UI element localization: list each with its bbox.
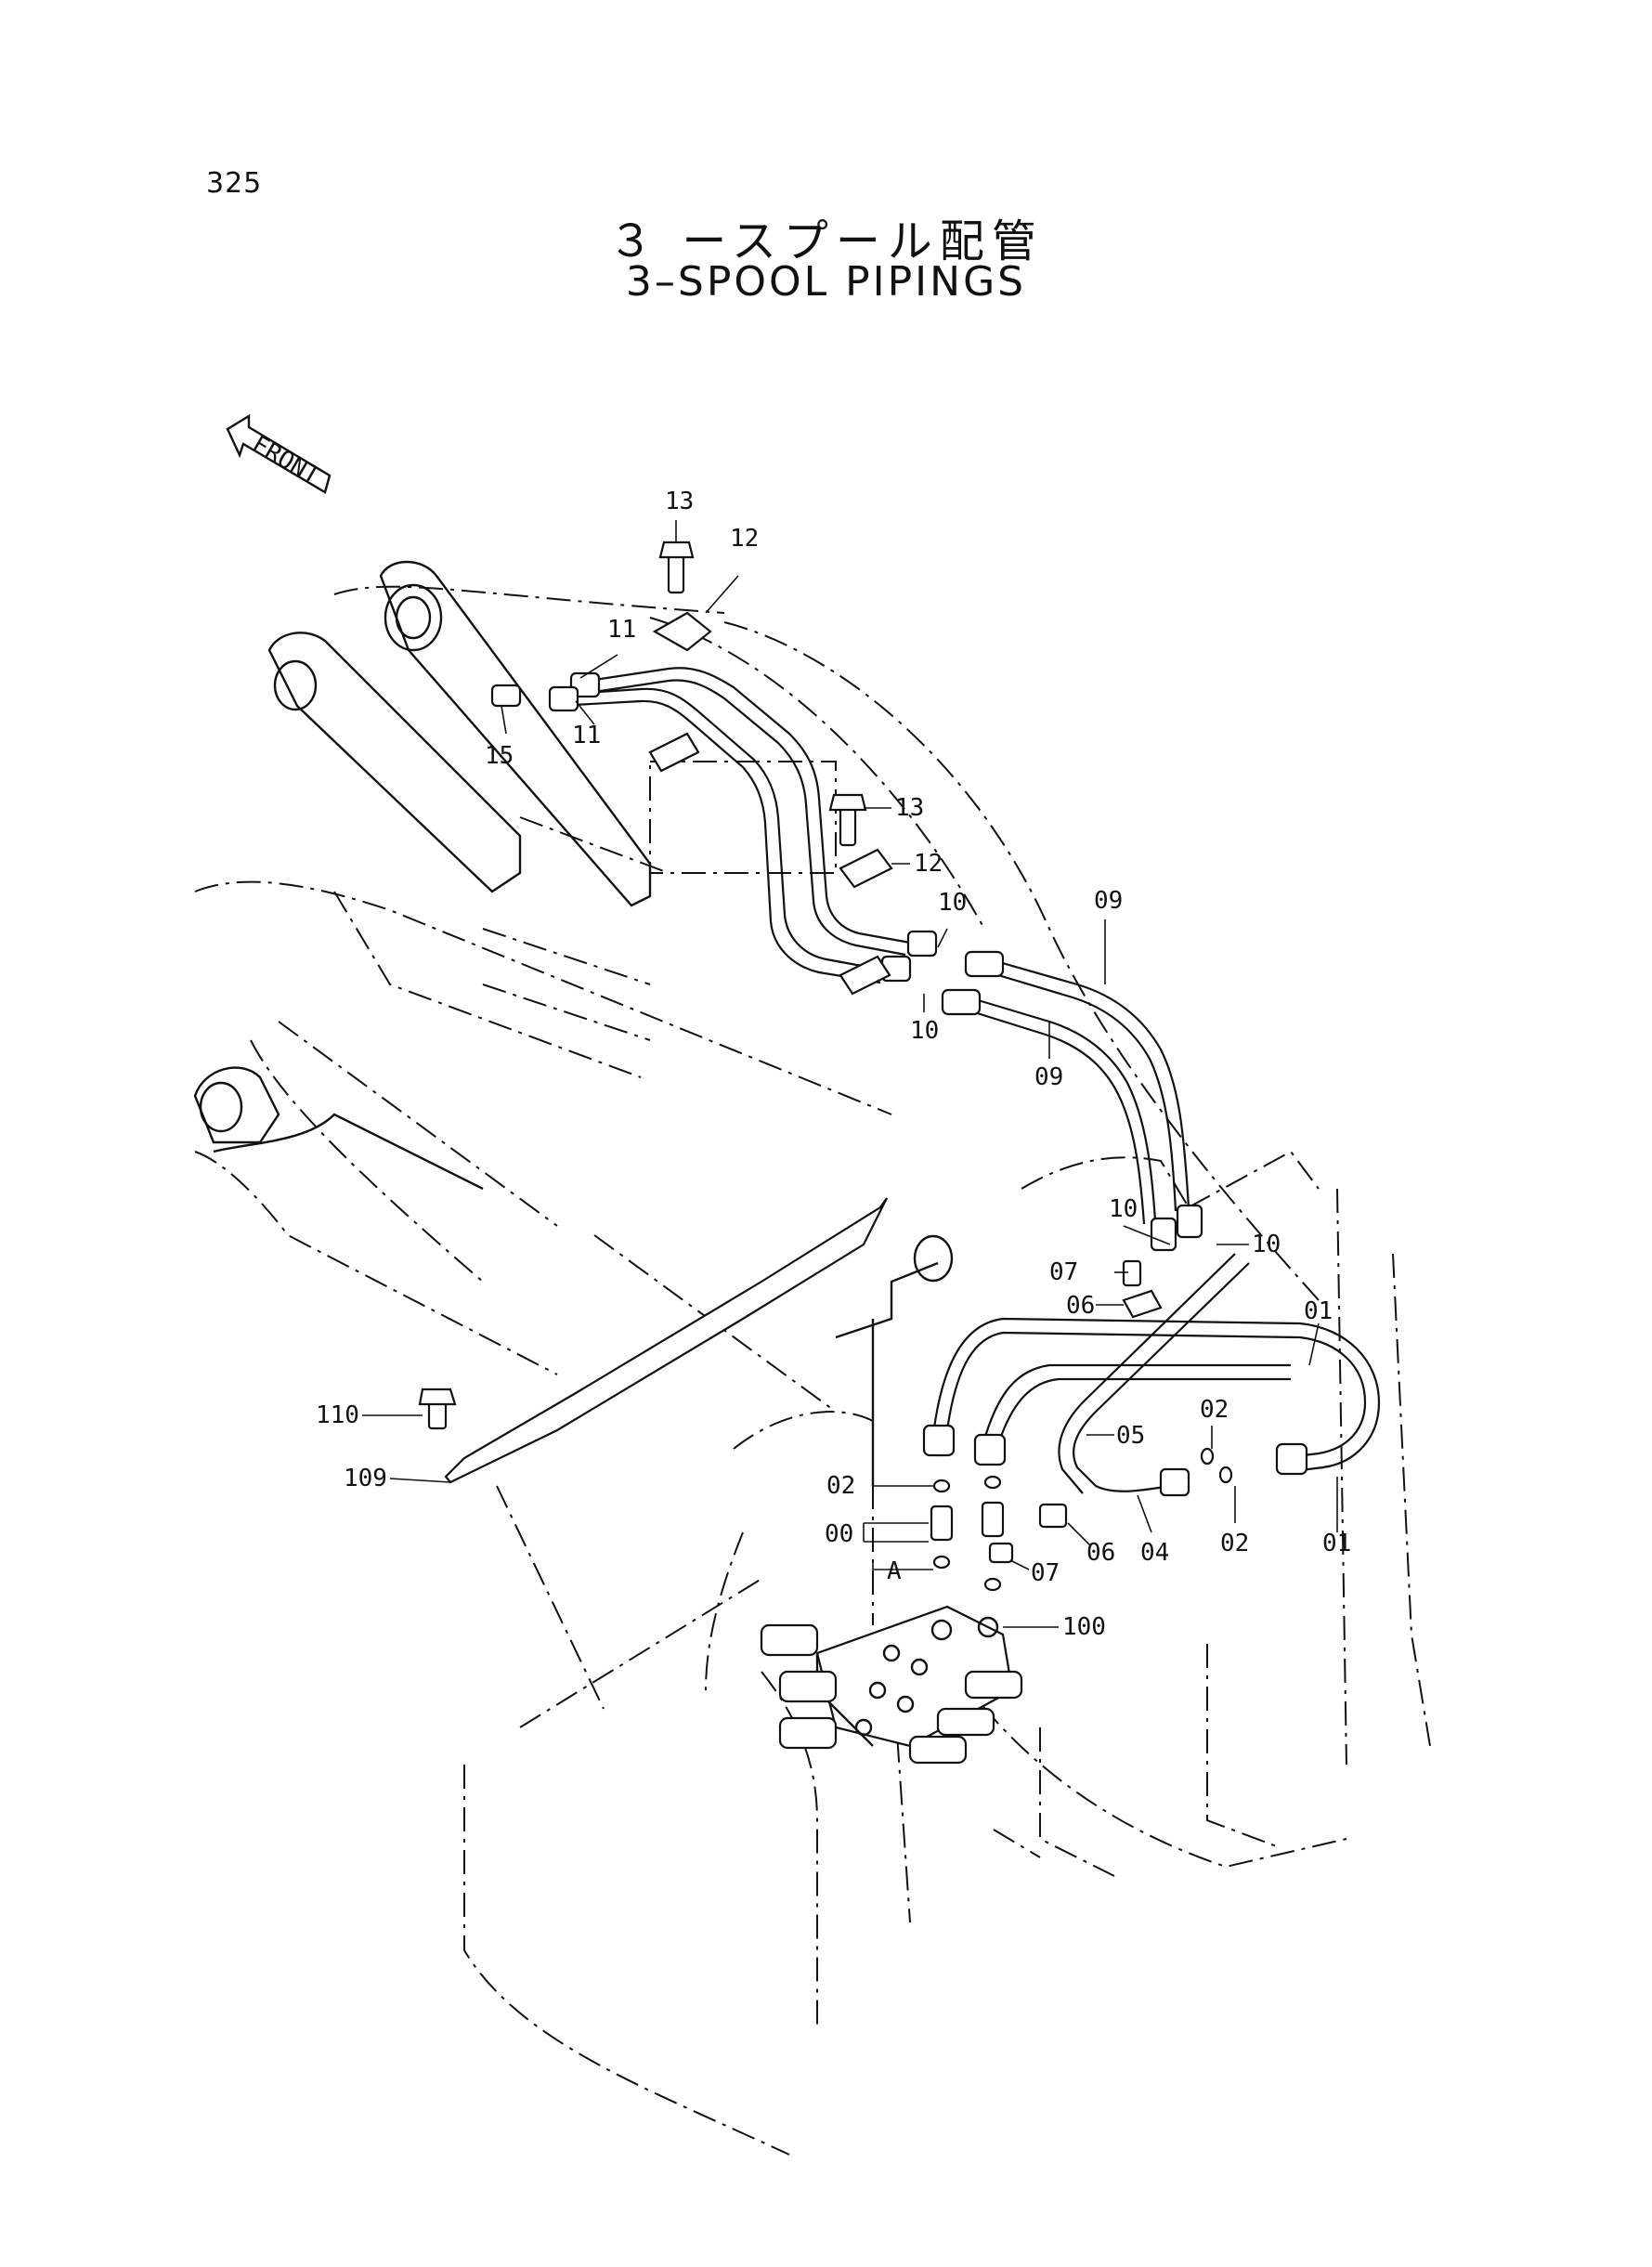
callout-15: 15 — [485, 742, 514, 770]
front-arrow: FRONT — [226, 413, 332, 494]
pipe-09-assembly — [941, 950, 1203, 1252]
callout-02: 02 — [1220, 1530, 1249, 1557]
callout-02: 02 — [826, 1472, 855, 1500]
callout-labels: 13 12 11 11 15 13 12 10 10 09 09 10 10 0… — [316, 488, 1351, 1641]
title-japanese: ３ ースプール配管 — [608, 215, 1044, 267]
callout-11: 11 — [607, 616, 636, 644]
callout-10: 10 — [1109, 1195, 1138, 1223]
callout-10: 10 — [1252, 1231, 1281, 1258]
callout-a: A — [887, 1557, 902, 1585]
callout-13: 13 — [665, 488, 694, 515]
front-arrow-label: FRONT — [247, 430, 324, 490]
callout-04: 04 — [1140, 1539, 1169, 1567]
callout-01: 01 — [1304, 1297, 1333, 1325]
leader-lines — [362, 520, 1338, 1628]
callout-06: 06 — [1086, 1539, 1115, 1567]
callout-12: 12 — [730, 525, 759, 553]
callout-09: 09 — [1094, 887, 1123, 915]
page-number: 325 — [206, 167, 263, 200]
callout-01: 01 — [1322, 1530, 1351, 1557]
callout-10: 10 — [938, 889, 967, 917]
title-english: 3–SPOOL PIPINGS — [625, 258, 1027, 306]
callout-100: 100 — [1062, 1613, 1106, 1641]
fittings — [930, 1259, 1233, 1592]
cover-plate — [418, 1197, 888, 1710]
clamps — [490, 541, 893, 996]
boom-foot-lugs — [193, 560, 954, 1486]
callout-11: 11 — [572, 722, 601, 749]
callout-02: 02 — [1200, 1396, 1229, 1424]
boom-outline — [194, 585, 1431, 2156]
callout-00: 00 — [825, 1520, 853, 1548]
callout-09: 09 — [1034, 1063, 1063, 1091]
callout-07: 07 — [1049, 1258, 1078, 1286]
callout-06: 06 — [1066, 1292, 1095, 1320]
callout-10: 10 — [910, 1017, 939, 1045]
callout-13: 13 — [895, 794, 924, 822]
callout-05: 05 — [1116, 1422, 1145, 1450]
callout-12: 12 — [914, 850, 943, 878]
callout-110: 110 — [316, 1401, 359, 1429]
callout-109: 109 — [344, 1465, 387, 1492]
pipe-11-assembly — [548, 667, 938, 984]
control-valve — [760, 1605, 1023, 1765]
lower-pipes — [922, 1253, 1381, 1497]
callout-07: 07 — [1031, 1559, 1060, 1587]
